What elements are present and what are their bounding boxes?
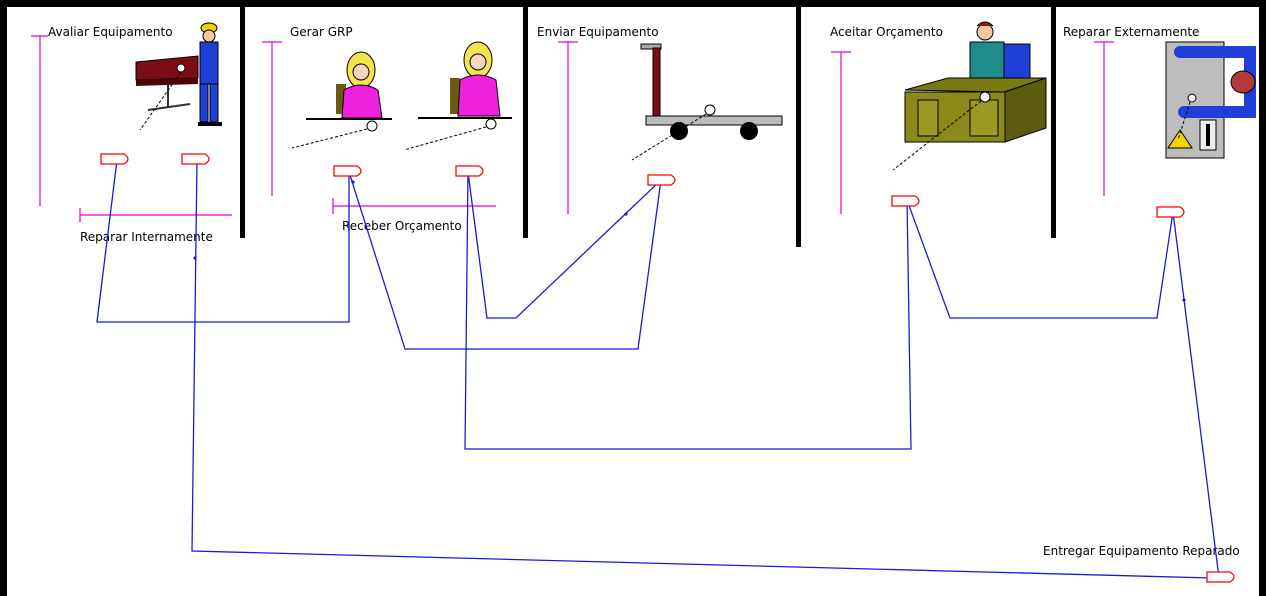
lane-title-gerar-grp[interactable]: Gerar GRP: [290, 25, 353, 39]
lane-title-reparar-externamente[interactable]: Reparar Externamente: [1063, 25, 1199, 39]
port: [101, 154, 128, 164]
flow-connectors: [97, 160, 1219, 578]
lane-title-avaliar-equipamento[interactable]: Avaliar Equipamento: [48, 25, 173, 39]
activity-label-entregar-equipamento-reparado[interactable]: Entregar Equipamento Reparado: [1043, 544, 1240, 558]
flow-line: [465, 172, 911, 449]
clerk-at-desk-icon: [292, 42, 512, 150]
activity-label-receber-orcamento[interactable]: Receber Orçamento: [342, 219, 462, 233]
lane-title-enviar-equipamento[interactable]: Enviar Equipamento: [537, 25, 659, 39]
port: [182, 154, 209, 164]
flow-direction-marks: [193, 180, 1185, 301]
port: [456, 166, 483, 176]
port: [892, 196, 919, 206]
flow-line: [349, 172, 661, 349]
technician-at-workbench-icon: [136, 23, 222, 130]
connection-ports: [101, 154, 1234, 582]
port: [1207, 572, 1234, 582]
external-repair-machine-icon: [1166, 42, 1255, 158]
port: [1157, 207, 1184, 217]
lane-title-aceitar-orcamento[interactable]: Aceitar Orçamento: [830, 25, 943, 39]
port: [334, 166, 361, 176]
activity-label-reparar-internamente[interactable]: Reparar Internamente: [80, 230, 213, 244]
flow-line: [468, 172, 661, 318]
hand-cart-icon: [632, 44, 782, 160]
manager-at-desk-icon: [893, 22, 1046, 170]
flow-line: [907, 200, 1173, 318]
port: [648, 175, 675, 185]
flow-line: [1173, 212, 1219, 578]
